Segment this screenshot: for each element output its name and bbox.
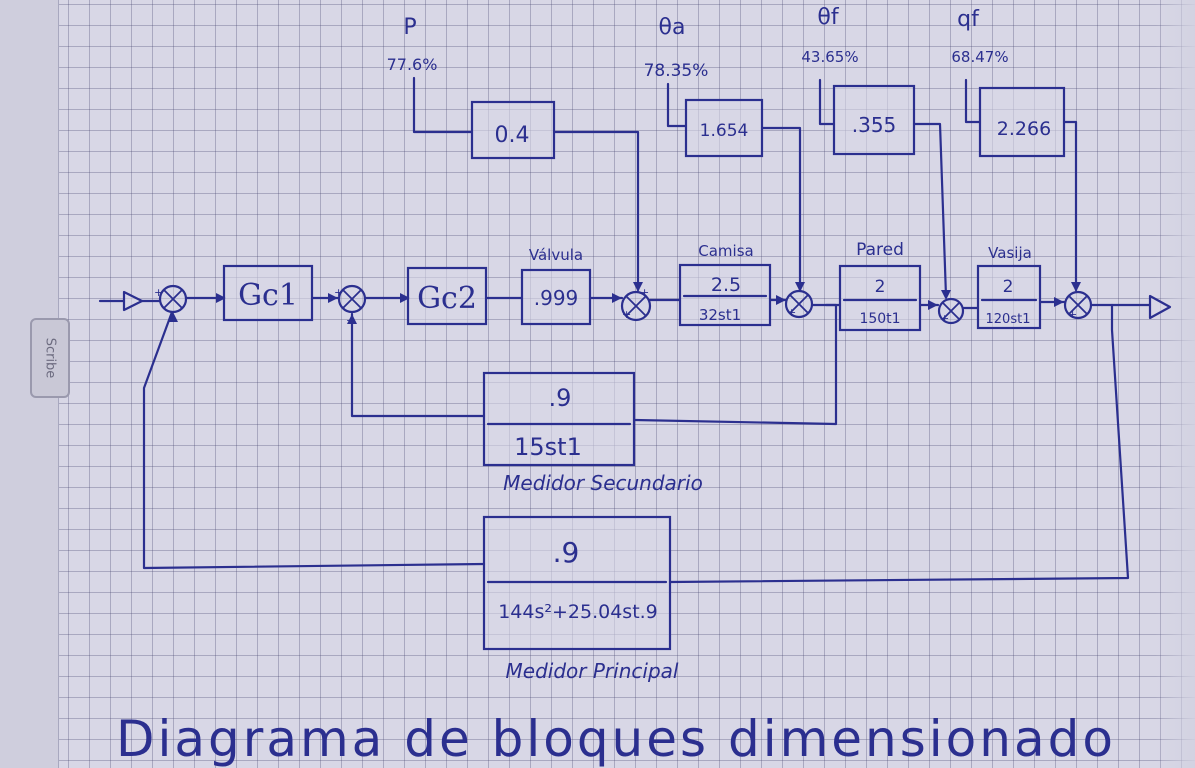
block-gc1: Gc1 (222, 264, 314, 322)
sum4-plus-sign: + (787, 306, 796, 319)
medidor-secundario-denominator: 15st1 (514, 433, 582, 461)
medidor-secundario-label: Medidor Secundario (503, 471, 703, 495)
sum6-plus-sign: + (1068, 308, 1077, 321)
medidor-principal-denominator: 144s²+25.04st.9 (498, 601, 658, 623)
camisa-denominator: 32st1 (699, 306, 741, 324)
medidor-principal-label: Medidor Principal (506, 659, 679, 683)
disturbance-theta-f-symbol: θf (817, 5, 839, 30)
medidor-secundario-numerator: .9 (549, 384, 572, 412)
disturbance-theta-f-gain: .355 (852, 113, 897, 137)
gc2-label: Gc2 (417, 281, 477, 316)
block-camisa: Camisa 2.5 32st1 (678, 242, 772, 327)
summing-junction-3: + + (620, 286, 652, 322)
block-valvula: Válvula .999 (520, 246, 592, 326)
valvula-gain: .999 (534, 286, 579, 310)
sum5-plus-sign: + (940, 312, 949, 325)
camisa-label: Camisa (698, 242, 753, 260)
disturbance-theta-a-value: 78.35% (644, 61, 709, 81)
disturbance-qf-value: 68.47% (951, 48, 1008, 66)
page-title: Diagrama de bloques dimensionado (116, 710, 1116, 768)
camisa-numerator: 2.5 (711, 274, 741, 296)
main-signal-path (98, 290, 1172, 320)
disturbance-theta-a-gain: 1.654 (700, 121, 749, 141)
pared-label: Pared (856, 240, 904, 260)
pared-numerator: 2 (875, 277, 886, 297)
sum3-plus-sign-top: + (640, 286, 649, 299)
disturbance-P-gain: 0.4 (495, 123, 530, 148)
sum3-plus-sign: + (622, 308, 631, 321)
pared-denominator: 150t1 (859, 311, 900, 327)
sum1-plus-sign: + (154, 286, 163, 299)
disturbance-P-symbol: P (403, 15, 416, 40)
block-pared: Pared 2 150t1 (838, 240, 922, 332)
principal-feedback-loop: .9 144s²+25.04st.9 Medidor Principal (142, 303, 1130, 683)
disturbance-theta-a: θa 78.35% 1.654 (644, 15, 805, 292)
disturbance-theta-f-value: 43.65% (801, 48, 858, 66)
summing-junction-5: + (937, 297, 965, 325)
vasija-denominator: 120st1 (986, 312, 1031, 327)
disturbance-qf-symbol: qf (957, 7, 980, 32)
gc1-label: Gc1 (238, 278, 298, 313)
disturbance-theta-f: θf 43.65% .355 (801, 5, 951, 300)
scribe-side-tab[interactable]: Scribe (30, 318, 70, 398)
vasija-label: Vasija (988, 244, 1032, 262)
disturbance-qf-gain: 2.266 (997, 118, 1051, 140)
summing-junction-6: + (1063, 290, 1093, 321)
secondary-feedback-loop: .9 15st1 Medidor Secundario (347, 303, 838, 495)
disturbance-theta-a-symbol: θa (659, 15, 686, 40)
block-vasija: Vasija 2 120st1 (976, 244, 1042, 330)
disturbance-P: P 77.6% 0.4 (387, 15, 643, 292)
valvula-label: Válvula (529, 246, 583, 264)
right-page-edge (1155, 0, 1195, 768)
summing-junction-4: + (784, 289, 814, 319)
disturbance-P-value: 77.6% (387, 55, 438, 74)
disturbance-qf: qf 68.47% 2.266 (951, 7, 1081, 292)
main-path-arrowheads (216, 293, 1064, 310)
vasija-numerator: 2 (1003, 277, 1014, 297)
medidor-principal-numerator: .9 (553, 536, 580, 569)
block-gc2: Gc2 (406, 266, 488, 326)
sum2-plus-sign: + (334, 286, 343, 299)
